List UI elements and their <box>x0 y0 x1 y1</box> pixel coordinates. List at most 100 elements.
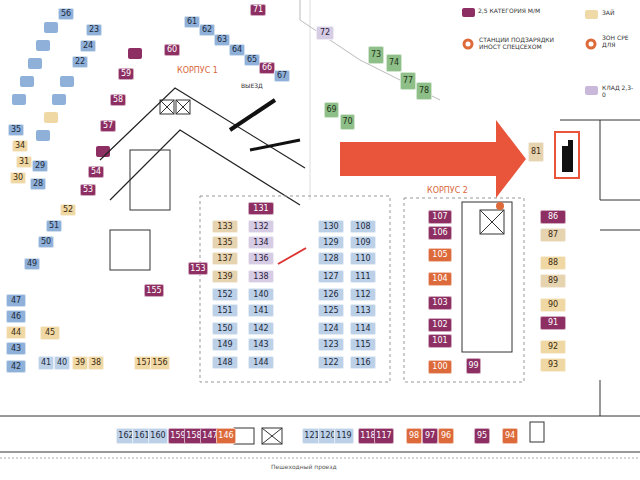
parking-space: 107 <box>428 210 452 224</box>
parking-space: 54 <box>88 166 104 178</box>
parking-space: 131 <box>248 202 274 215</box>
parking-space: 52 <box>60 204 76 216</box>
spot-number: 134 <box>253 238 268 248</box>
spot-number: 152 <box>217 290 232 300</box>
parking-space: 64 <box>229 44 245 56</box>
spot-number: 106 <box>432 228 447 238</box>
spot-number: 107 <box>432 212 447 222</box>
parking-space: 140 <box>248 288 274 301</box>
parking-space: 38 <box>88 356 104 370</box>
legend-swatch <box>462 8 475 17</box>
parking-space: 101 <box>428 334 452 348</box>
legend-text: ЗАЙ <box>602 9 636 16</box>
zone-label: ВЫЕЗД <box>240 82 264 90</box>
parking-space: 88 <box>540 256 566 270</box>
spot-number: 146 <box>218 431 233 441</box>
parking-space: 59 <box>118 68 134 80</box>
parking-space: 108 <box>350 220 376 233</box>
spot-number: 109 <box>355 238 370 248</box>
parking-space: 135 <box>212 236 238 249</box>
parking-space: 86 <box>540 210 566 224</box>
spot-number: 89 <box>548 276 558 286</box>
spot-number: 104 <box>432 274 447 284</box>
spot-number: 100 <box>432 362 447 372</box>
parking-space: 143 <box>248 338 274 351</box>
spot-number: 132 <box>253 222 268 232</box>
spot-number: 62 <box>202 25 212 35</box>
parking-space: 97 <box>422 428 438 444</box>
spot-number: 34 <box>15 141 25 151</box>
spot-number: 127 <box>323 272 338 282</box>
spot-number: 93 <box>548 360 558 370</box>
spot-number: 115 <box>355 340 370 350</box>
parking-space: 44 <box>6 326 26 339</box>
parking-space: 100 <box>428 360 452 374</box>
parking-space: 128 <box>318 252 344 265</box>
parking-space: 105 <box>428 248 452 262</box>
parking-space: 45 <box>40 326 60 340</box>
parking-space: 124 <box>318 322 344 335</box>
spot-number: 105 <box>432 250 447 260</box>
parking-space: 102 <box>428 318 452 332</box>
parking-space: 117 <box>374 428 394 444</box>
parking-space: 123 <box>318 338 344 351</box>
parking-space: 49 <box>24 258 40 270</box>
parking-space: 149 <box>212 338 238 351</box>
spot-number: 49 <box>27 259 37 269</box>
spot-number: 28 <box>33 179 43 189</box>
spot-number: 78 <box>419 86 429 96</box>
spot-number: 59 <box>121 69 131 79</box>
parking-space: 122 <box>318 356 344 369</box>
parking-space: 93 <box>540 358 566 372</box>
parking-space: 155 <box>144 284 164 297</box>
parking-space: 87 <box>540 228 566 242</box>
parking-space: 77 <box>400 72 416 90</box>
spot-number: 126 <box>323 290 338 300</box>
zone-label: КОРПУС 1 <box>176 66 219 76</box>
parking-space: 106 <box>428 226 452 240</box>
parking-space: 91 <box>540 316 566 330</box>
spot-number: 30 <box>13 173 23 183</box>
spot-number: 133 <box>217 222 232 232</box>
spot-number: 86 <box>548 212 558 222</box>
spot-number: 155 <box>146 286 161 296</box>
parking-space: 109 <box>350 236 376 249</box>
parking-space: 144 <box>248 356 274 369</box>
spot-number: 96 <box>441 431 451 441</box>
legend-icon <box>462 38 474 50</box>
parking-space: 112 <box>350 288 376 301</box>
parking-space: 34 <box>12 140 28 152</box>
spot-number: 99 <box>468 361 478 371</box>
spot-number: 81 <box>531 147 541 157</box>
spot-number: 143 <box>253 340 268 350</box>
spot-number: 45 <box>45 328 55 338</box>
spot-number: 58 <box>113 95 123 105</box>
parking-space: 116 <box>350 356 376 369</box>
parking-space: 24 <box>80 40 96 52</box>
parking-space: 98 <box>406 428 422 444</box>
parking-space: 28 <box>30 178 46 190</box>
spot-number: 116 <box>355 358 370 368</box>
parking-space: 146 <box>216 428 236 444</box>
parking-space: 148 <box>212 356 238 369</box>
spot-number: 149 <box>217 340 232 350</box>
spot-number: 156 <box>152 358 167 368</box>
parking-space: 56 <box>58 8 74 20</box>
spot-number: 102 <box>432 320 447 330</box>
spot-number: 139 <box>217 272 232 282</box>
parking-space: 103 <box>428 296 452 310</box>
parking-space: 150 <box>212 322 238 335</box>
spot-number: 29 <box>35 161 45 171</box>
spot-number: 91 <box>548 318 558 328</box>
spot-number: 77 <box>403 76 413 86</box>
spot-number: 51 <box>49 221 59 231</box>
spot-number: 50 <box>41 237 51 247</box>
spot-number: 61 <box>187 17 197 27</box>
spot-number: 40 <box>57 358 67 368</box>
spot-number: 151 <box>217 306 232 316</box>
spot-number: 87 <box>548 230 558 240</box>
spot-number: 53 <box>83 185 93 195</box>
parking-space: 57 <box>100 120 116 132</box>
spot-number: 47 <box>11 296 21 306</box>
